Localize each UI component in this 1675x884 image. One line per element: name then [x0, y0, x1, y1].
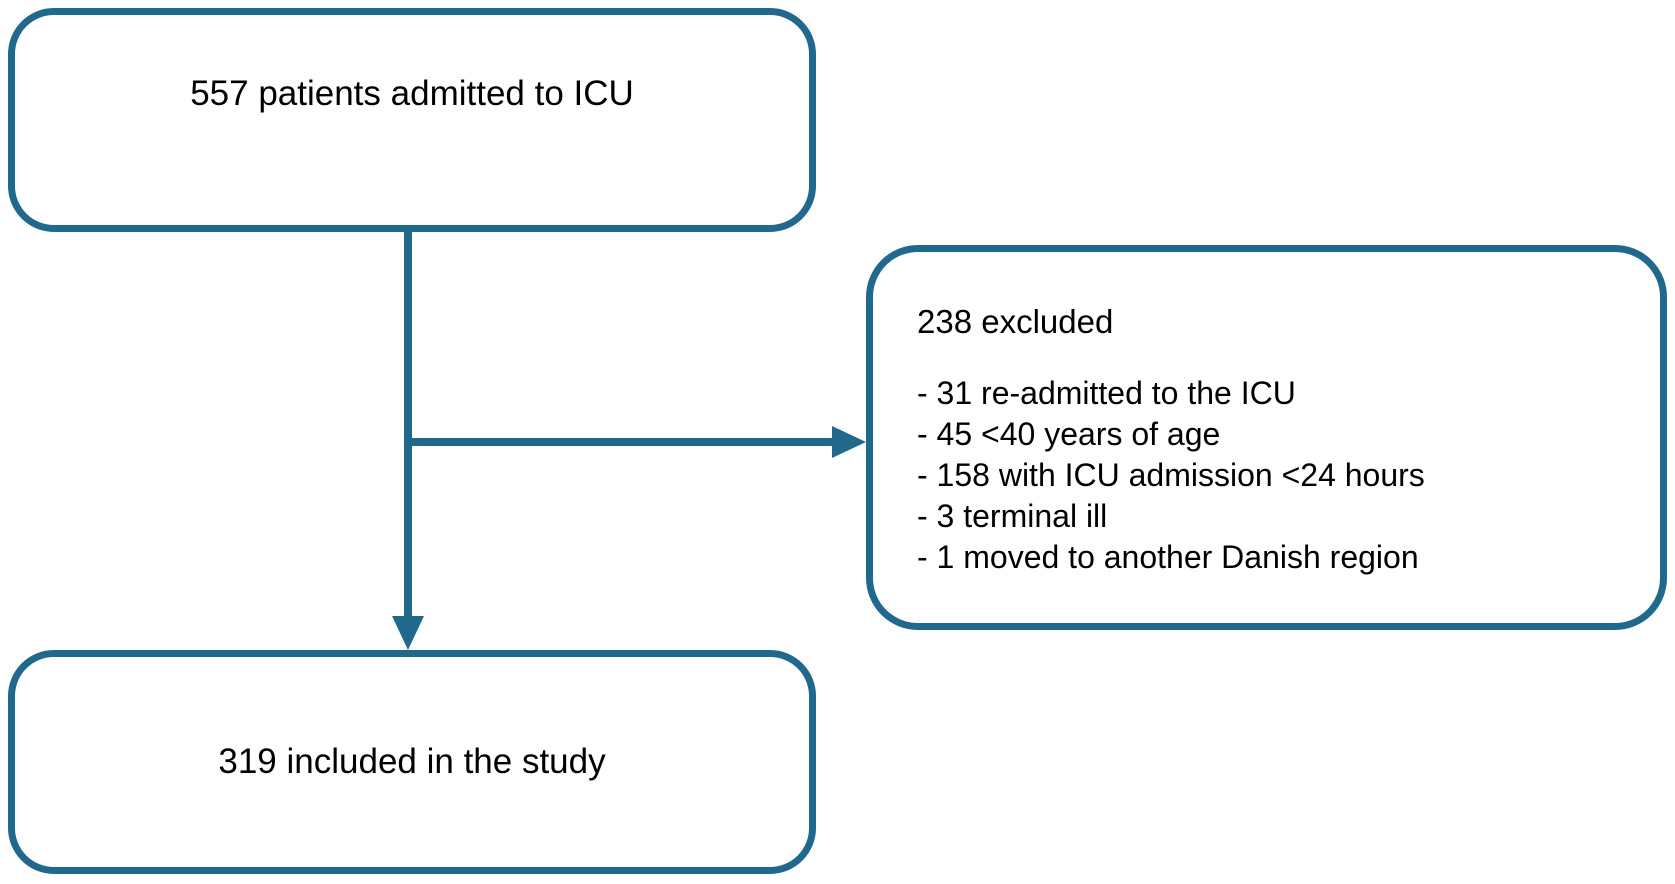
excluded-reason-item: - 3 terminal ill [917, 498, 1108, 534]
connector-vertical-line [404, 232, 412, 618]
node-admitted-label: 557 patients admitted to ICU [190, 74, 634, 113]
excluded-reason-item: - 1 moved to another Danish region [917, 539, 1419, 575]
connector-horizontal-line [408, 438, 832, 446]
excluded-reasons-list: - 31 re-admitted to the ICU - 45 <40 yea… [917, 373, 1630, 578]
node-admitted: 557 patients admitted to ICU [8, 8, 816, 232]
arrow-down-icon [392, 616, 424, 650]
excluded-reason-item: - 158 with ICU admission <24 hours [917, 457, 1425, 493]
excluded-reason-item: - 31 re-admitted to the ICU [917, 375, 1296, 411]
node-included: 319 included in the study [8, 650, 816, 874]
node-excluded: 238 excluded - 31 re-admitted to the ICU… [866, 245, 1667, 630]
arrow-right-icon [832, 426, 866, 458]
node-included-label: 319 included in the study [218, 742, 606, 781]
node-excluded-title: 238 excluded [917, 303, 1114, 340]
excluded-reason-item: - 45 <40 years of age [917, 416, 1221, 452]
